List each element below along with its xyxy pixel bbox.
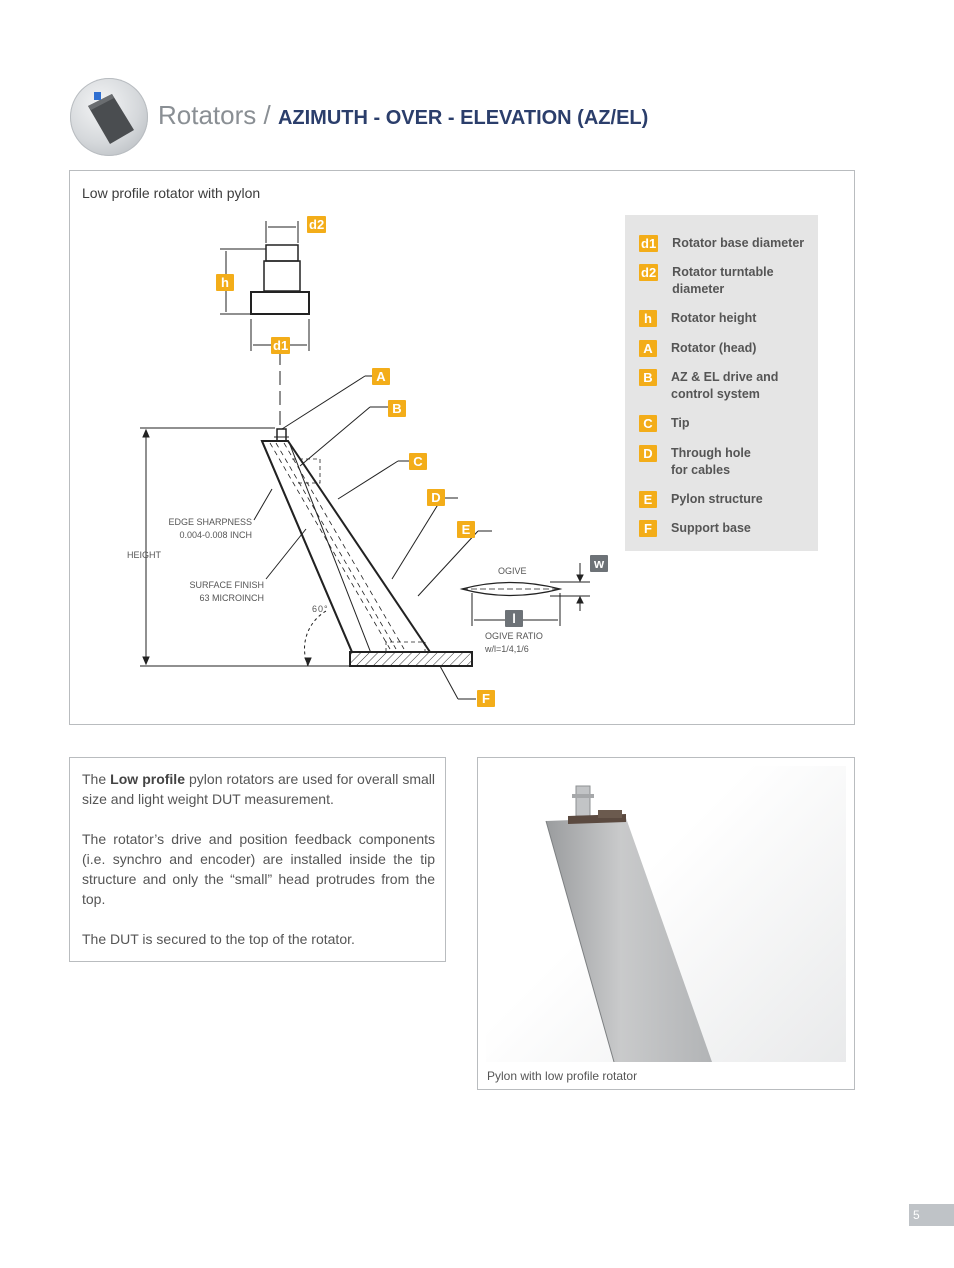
edge-sharpness-label: EDGE SHARPNESS 0.004-0.008 INCH	[168, 516, 252, 542]
legend-item-d: D Through hole for cables	[639, 445, 761, 479]
description-text: The Low profile pylon rotators are used …	[82, 769, 435, 969]
rotator-logo-icon	[70, 78, 148, 156]
page-title: Rotators / AZIMUTH - OVER - ELEVATION (A…	[158, 100, 648, 131]
surface-finish-value: 63 MICROINCH	[199, 593, 264, 603]
surface-finish-label: SURFACE FINISH 63 MICROINCH	[174, 579, 264, 605]
description-paragraph-1: The Low profile pylon rotators are used …	[82, 769, 435, 809]
rotator-pylon-drawing	[140, 221, 590, 700]
page-number: 5	[909, 1204, 954, 1226]
page-title-section: AZIMUTH - OVER - ELEVATION (AZ/EL)	[277, 107, 649, 129]
description-paragraph-2: The rotator’s drive and position feedbac…	[82, 831, 435, 907]
tag-d: D	[427, 489, 445, 506]
tag-f: F	[477, 690, 495, 707]
description-panel: The Low profile pylon rotators are used …	[69, 757, 446, 962]
photo-caption: Pylon with low profile rotator	[487, 1069, 638, 1083]
legend-label: Rotator height	[671, 311, 757, 325]
legend-label: Support base	[671, 521, 751, 535]
edge-sharpness-value: 0.004-0.008 INCH	[179, 530, 252, 540]
legend-item-a: A Rotator (head)	[639, 340, 811, 357]
legend-label: AZ & EL drive and control system	[671, 370, 779, 401]
legend-item-h: h Rotator height	[639, 310, 811, 327]
tag-e: E	[457, 521, 475, 538]
ogive-ratio-title: OGIVE RATIO	[485, 631, 543, 641]
legend-item-d1: d1 Rotator base diameter	[639, 235, 812, 252]
tag-l: l	[505, 610, 523, 627]
diagram-panel: Low profile rotator with pylon	[69, 170, 855, 725]
legend-item-b: B AZ & EL drive and control system	[639, 369, 811, 403]
tag-d2: d2	[307, 216, 327, 233]
angle-label: 60°	[312, 604, 329, 614]
description-p1-emphasis: Low profile	[110, 771, 185, 787]
legend-tag: A	[639, 340, 657, 357]
surface-finish-title: SURFACE FINISH	[189, 580, 264, 590]
tag-h: h	[216, 274, 234, 291]
legend-label: Pylon structure	[671, 492, 763, 506]
legend-label: Rotator turntable diameter	[672, 265, 774, 296]
tag-b: B	[388, 400, 406, 417]
description-p1-end: pylon rotators are used for overall smal…	[82, 771, 436, 807]
ogive-ratio-value: w/l=1/4,1/6	[485, 644, 529, 654]
legend: d1 Rotator base diameter d2 Rotator turn…	[625, 215, 818, 551]
legend-tag: F	[639, 520, 657, 537]
legend-tag: E	[639, 491, 657, 508]
legend-label: Rotator base diameter	[672, 236, 805, 250]
photo-panel: Pylon with low profile rotator	[477, 757, 855, 1090]
description-p1-start: The	[82, 771, 111, 787]
tag-a: A	[372, 368, 390, 385]
tag-d1: d1	[271, 337, 291, 354]
legend-tag: h	[639, 310, 657, 327]
edge-sharpness-title: EDGE SHARPNESS	[168, 517, 252, 527]
tag-w: w	[590, 555, 608, 572]
legend-label: Through hole for cables	[671, 446, 751, 477]
tag-c: C	[409, 453, 427, 470]
ogive-label: OGIVE	[498, 566, 527, 576]
legend-label: Tip	[671, 416, 690, 430]
page-title-category: Rotators /	[158, 100, 278, 130]
legend-tag: B	[639, 369, 657, 386]
legend-tag: d2	[639, 264, 659, 281]
pylon-photo	[486, 766, 846, 1062]
legend-tag: D	[639, 445, 657, 462]
ogive-ratio-label: OGIVE RATIO w/l=1/4,1/6	[485, 630, 543, 656]
height-label: HEIGHT	[127, 550, 162, 560]
legend-item-c: C Tip	[639, 415, 811, 432]
legend-tag: C	[639, 415, 657, 432]
legend-label: Rotator (head)	[671, 341, 757, 355]
legend-item-d2: d2 Rotator turntable diameter	[639, 264, 812, 298]
diagram-title: Low profile rotator with pylon	[82, 185, 261, 201]
legend-tag: d1	[639, 235, 659, 252]
legend-item-e: E Pylon structure	[639, 491, 811, 508]
legend-item-f: F Support base	[639, 520, 811, 537]
description-paragraph-3: The DUT is secured to the top of the rot…	[82, 931, 355, 947]
